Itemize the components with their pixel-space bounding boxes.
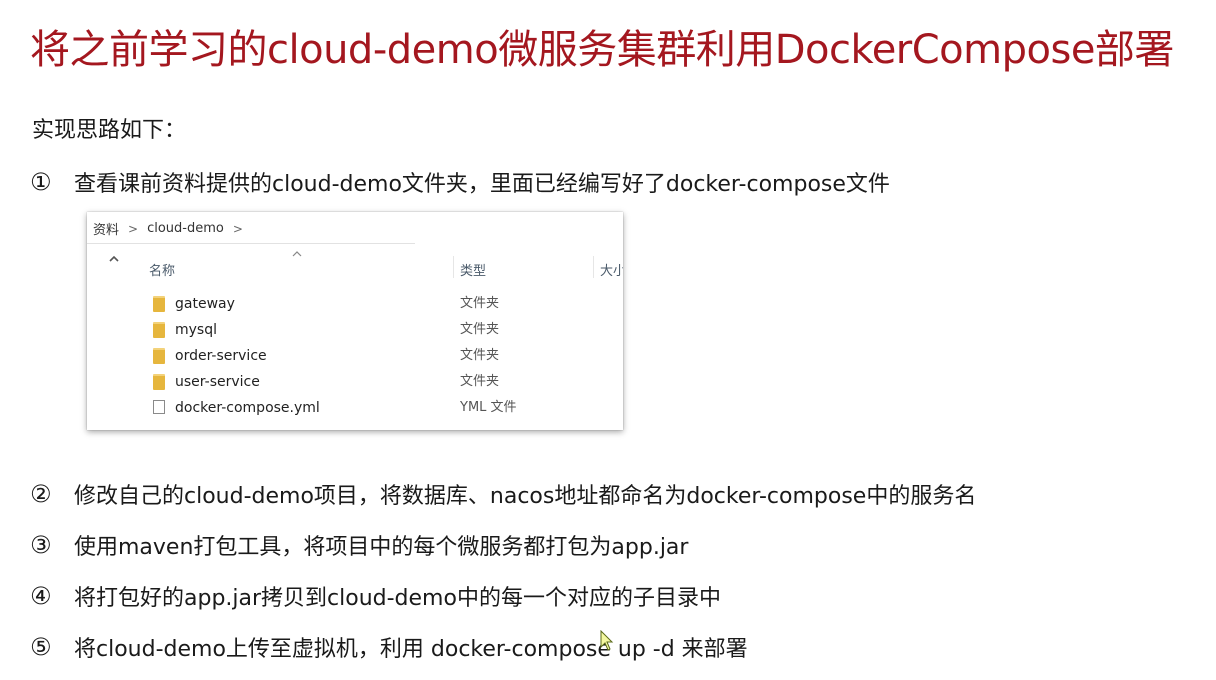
column-header-type[interactable]: 类型 [460, 264, 487, 279]
chevron-right-icon: > [128, 221, 139, 236]
step-number: ③ [30, 531, 52, 559]
file-explorer-screenshot: 资料 > cloud-demo > 名称 类型 大小 gateway 文件夹 m… [87, 212, 623, 430]
step-text: 将cloud-demo上传至虚拟机，利用 docker-compose up -… [74, 637, 748, 662]
folder-icon [153, 348, 165, 364]
folder-icon [153, 374, 165, 390]
step-number: ② [30, 480, 52, 508]
step-text: 将打包好的app.jar拷贝到cloud-demo中的每一个对应的子目录中 [74, 586, 721, 611]
step-5: ⑤ 将cloud-demo上传至虚拟机，利用 docker-compose up… [30, 631, 748, 663]
step-number: ④ [30, 582, 52, 610]
column-divider[interactable] [453, 256, 454, 278]
step-text: 修改自己的cloud-demo项目，将数据库、nacos地址都命名为docker… [74, 484, 977, 509]
scrollbar[interactable] [103, 250, 117, 430]
file-type: 文件夹 [460, 374, 500, 389]
breadcrumb-item[interactable]: 资料 [93, 223, 120, 238]
breadcrumb-item[interactable]: cloud-demo [147, 221, 224, 236]
step-1: ① 查看课前资料提供的cloud-demo文件夹，里面已经编写好了docker-… [30, 166, 890, 198]
step-text: 使用maven打包工具，将项目中的每个微服务都打包为app.jar [74, 535, 689, 560]
step-3: ③ 使用maven打包工具，将项目中的每个微服务都打包为app.jar [30, 529, 688, 561]
step-text: 查看课前资料提供的cloud-demo文件夹，里面已经编写好了docker-co… [74, 172, 890, 197]
file-type: YML 文件 [460, 400, 517, 415]
file-name: user-service [175, 374, 260, 390]
folder-icon [153, 296, 165, 312]
mouse-cursor-icon [600, 630, 614, 651]
file-row-gateway[interactable]: gateway 文件夹 [153, 294, 623, 314]
file-name: gateway [175, 296, 235, 312]
step-4: ④ 将打包好的app.jar拷贝到cloud-demo中的每一个对应的子目录中 [30, 580, 721, 612]
step-number: ⑤ [30, 633, 52, 661]
file-type: 文件夹 [460, 348, 500, 363]
sort-ascending-icon [292, 251, 302, 257]
step-number: ① [30, 168, 52, 196]
step-2: ② 修改自己的cloud-demo项目，将数据库、nacos地址都命名为dock… [30, 478, 976, 510]
file-row-user-service[interactable]: user-service 文件夹 [153, 372, 623, 392]
file-name: mysql [175, 322, 217, 338]
column-header-name[interactable]: 名称 [149, 264, 176, 279]
slide-subtitle: 实现思路如下： [32, 118, 187, 143]
file-name: docker-compose.yml [175, 400, 320, 416]
folder-icon [153, 322, 165, 338]
column-header-size[interactable]: 大小 [600, 264, 623, 279]
chevron-right-icon[interactable]: > [232, 221, 243, 236]
breadcrumb-divider [87, 243, 415, 244]
file-type: 文件夹 [460, 322, 500, 337]
breadcrumb: 资料 > cloud-demo > [93, 219, 252, 238]
file-icon [153, 400, 165, 414]
file-row-docker-compose[interactable]: docker-compose.yml YML 文件 [153, 398, 623, 418]
file-name: order-service [175, 348, 267, 364]
slide-title: 将之前学习的cloud-demo微服务集群利用DockerCompose部署 [30, 27, 1174, 73]
column-divider[interactable] [593, 256, 594, 278]
file-row-order-service[interactable]: order-service 文件夹 [153, 346, 623, 366]
file-row-mysql[interactable]: mysql 文件夹 [153, 320, 623, 340]
scroll-up-arrow-icon[interactable] [108, 254, 120, 264]
file-type: 文件夹 [460, 296, 500, 311]
